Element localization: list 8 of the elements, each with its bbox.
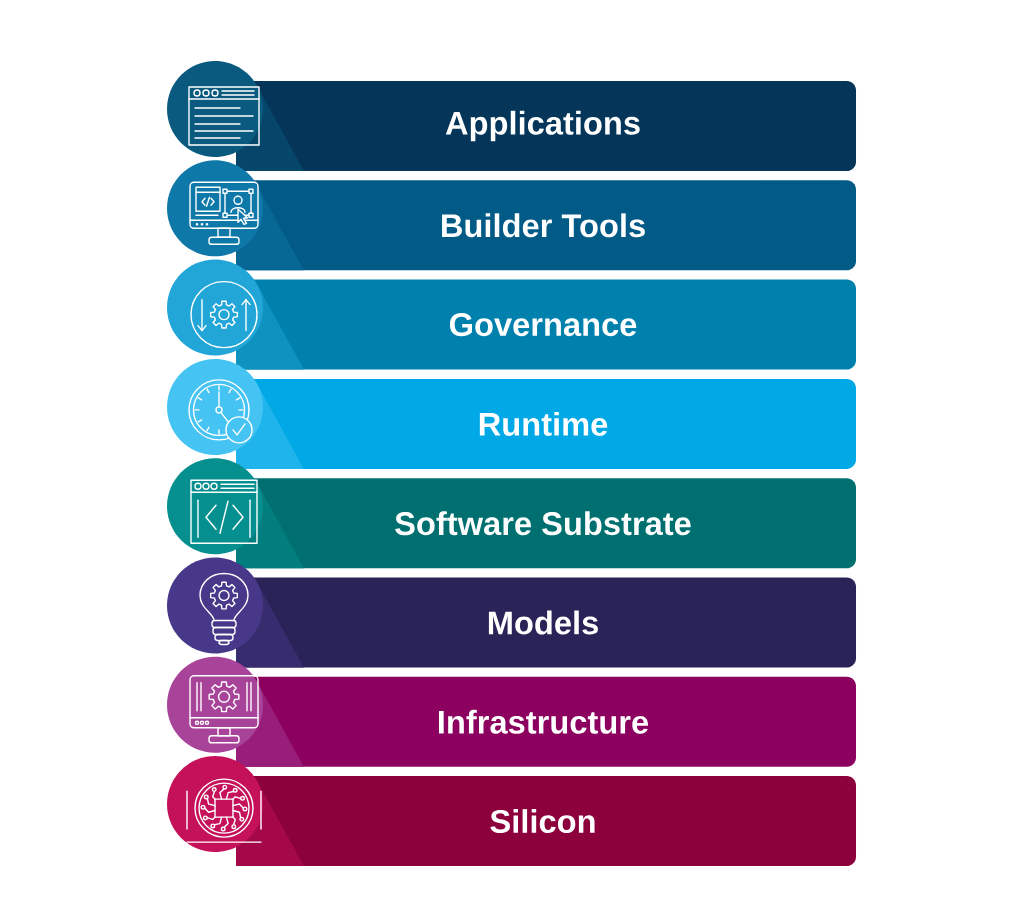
layer-band: Governance <box>236 279 856 370</box>
layer-band: Models <box>236 577 856 668</box>
layer-band: Applications <box>236 81 856 171</box>
layer-band: Infrastructure <box>236 676 856 767</box>
layer-band: Software Substrate <box>236 478 856 569</box>
layer-band: Builder Tools <box>236 180 856 271</box>
layer-band: Silicon <box>236 776 856 867</box>
layer-band: Runtime <box>236 378 856 469</box>
